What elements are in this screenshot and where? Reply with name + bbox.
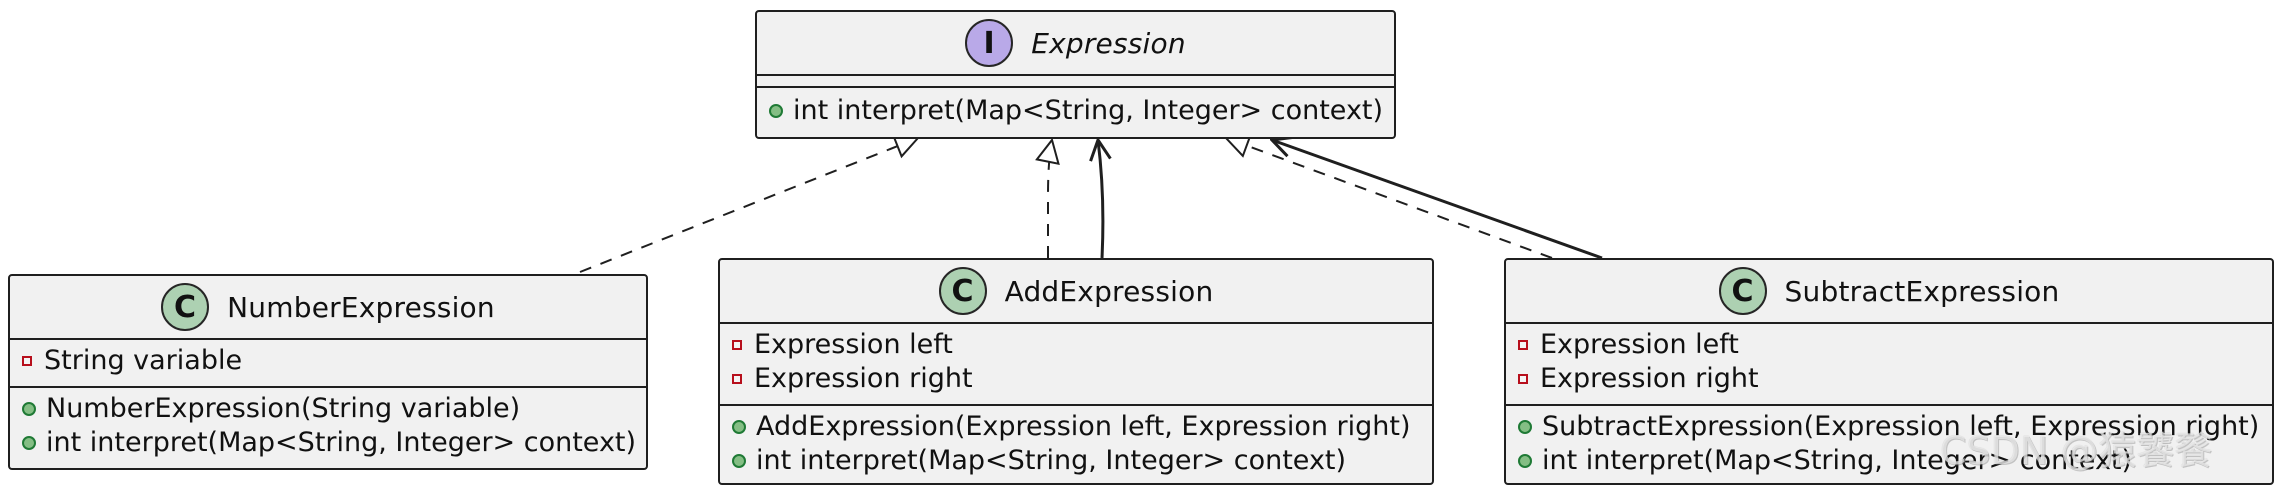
subtract-expression-method-row: int interpret(Map<String, Integer> conte… [1518, 444, 2260, 478]
subtract-expression-method-row: SubtractExpression(Expression left, Expr… [1518, 410, 2260, 444]
number-expression-class-box: C NumberExpression String variable Numbe… [8, 274, 648, 470]
add-expression-field-row: Expression right [732, 362, 1420, 396]
number-expression-field-text: String variable [44, 345, 243, 376]
expression-name: Expression [1031, 26, 1186, 60]
subtract-expression-method-text: int interpret(Map<String, Integer> conte… [1542, 445, 2133, 476]
public-visibility-icon [22, 436, 36, 450]
number-expression-method-text: int interpret(Map<String, Integer> conte… [46, 427, 637, 458]
add-expression-fields-section: Expression left Expression right [720, 324, 1432, 406]
number-realization-line [579, 138, 918, 273]
subtract-expression-method-text: SubtractExpression(Expression left, Expr… [1542, 411, 2260, 442]
private-visibility-icon [732, 374, 742, 384]
class-badge-icon: C [161, 283, 210, 331]
expression-fields-section [757, 76, 1394, 88]
private-visibility-icon [732, 340, 742, 350]
add-association-line [1098, 140, 1103, 259]
number-expression-header: C NumberExpression [10, 276, 646, 340]
add-expression-method-text: AddExpression(Expression left, Expressio… [756, 411, 1411, 442]
subtract-expression-field-text: Expression right [1540, 363, 1759, 394]
expression-method-text: int interpret(Map<String, Integer> conte… [793, 95, 1384, 126]
add-realization-line [1048, 140, 1052, 258]
private-visibility-icon [1518, 340, 1528, 350]
number-expression-fields-section: String variable [10, 340, 646, 388]
public-visibility-icon [732, 420, 746, 434]
public-visibility-icon [22, 402, 36, 416]
number-expression-method-text: NumberExpression(String variable) [46, 393, 521, 424]
subtract-expression-fields-section: Expression left Expression right [1506, 324, 2272, 406]
expression-header: I Expression [757, 12, 1394, 76]
subtract-expression-class-box: C SubtractExpression Expression left Exp… [1504, 258, 2274, 485]
number-expression-name: NumberExpression [227, 290, 495, 324]
public-visibility-icon [732, 454, 746, 468]
add-expression-class-box: C AddExpression Expression left Expressi… [718, 258, 1434, 485]
expression-interface-box: I Expression int interpret(Map<String, I… [755, 10, 1396, 139]
number-expression-methods-section: NumberExpression(String variable) int in… [10, 388, 646, 464]
number-expression-field-row: String variable [22, 344, 634, 378]
subtract-expression-header: C SubtractExpression [1506, 260, 2272, 324]
subtract-expression-methods-section: SubtractExpression(Expression left, Expr… [1506, 406, 2272, 482]
class-badge-icon: C [1718, 267, 1767, 315]
add-expression-field-text: Expression left [754, 329, 953, 360]
private-visibility-icon [22, 356, 32, 366]
add-expression-field-text: Expression right [754, 363, 973, 394]
expression-methods-section: int interpret(Map<String, Integer> conte… [757, 88, 1394, 132]
private-visibility-icon [1518, 374, 1528, 384]
add-expression-method-row: AddExpression(Expression left, Expressio… [732, 410, 1420, 444]
subtract-expression-name: SubtractExpression [1784, 274, 2060, 308]
subtract-realization-line [1226, 138, 1553, 259]
public-visibility-icon [1518, 454, 1532, 468]
class-badge-icon: C [938, 267, 987, 315]
add-expression-name: AddExpression [1004, 274, 1214, 308]
expression-method-row: int interpret(Map<String, Integer> conte… [769, 94, 1384, 128]
number-expression-method-row: int interpret(Map<String, Integer> conte… [22, 426, 637, 460]
subtract-expression-field-row: Expression right [1518, 362, 2260, 396]
subtract-association-line [1272, 140, 1603, 260]
number-expression-method-row: NumberExpression(String variable) [22, 392, 634, 426]
add-expression-methods-section: AddExpression(Expression left, Expressio… [720, 406, 1432, 482]
add-expression-method-row: int interpret(Map<String, Integer> conte… [732, 444, 1420, 478]
public-visibility-icon [1518, 420, 1532, 434]
subtract-expression-field-row: Expression left [1518, 328, 2260, 362]
add-expression-field-row: Expression left [732, 328, 1420, 362]
subtract-expression-field-text: Expression left [1540, 329, 1739, 360]
add-expression-header: C AddExpression [720, 260, 1432, 324]
interface-badge-icon: I [965, 19, 1014, 67]
public-visibility-icon [769, 104, 783, 118]
add-expression-method-text: int interpret(Map<String, Integer> conte… [756, 445, 1347, 476]
